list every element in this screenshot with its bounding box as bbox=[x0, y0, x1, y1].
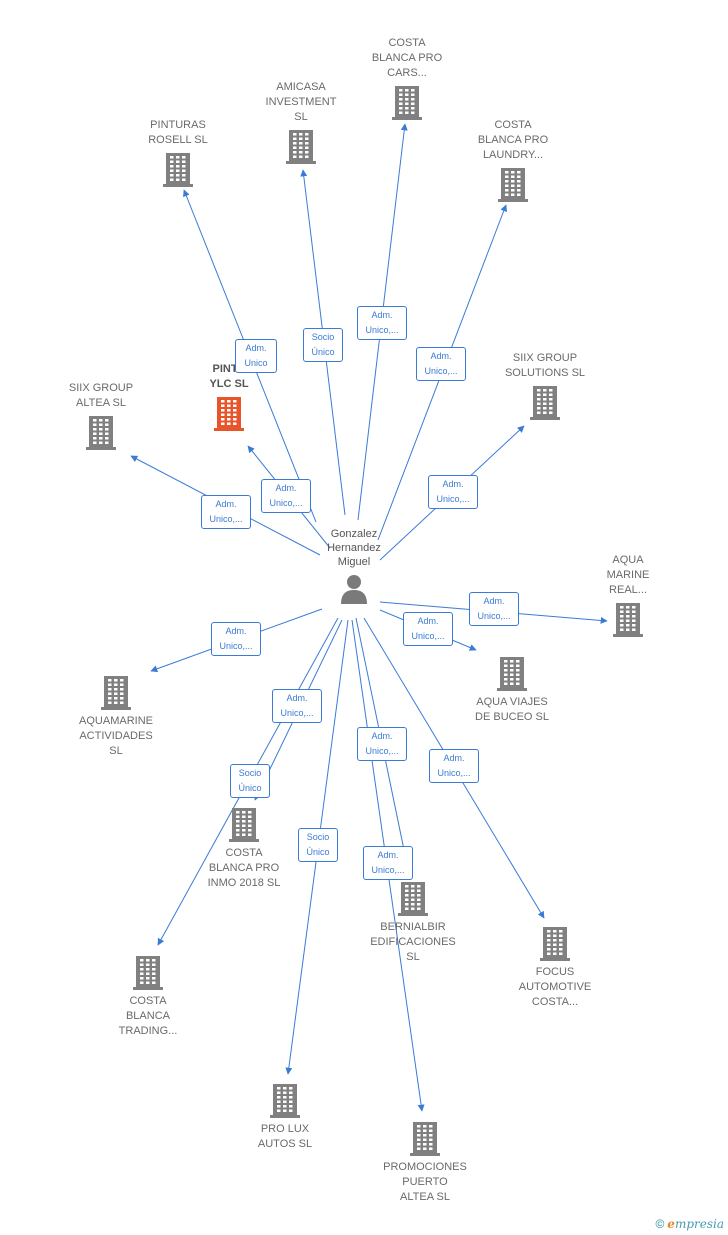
company-node-amicasa[interactable]: AMICASA INVESTMENT SL bbox=[241, 80, 361, 164]
company-label: BERNIALBIR EDIFICACIONES SL bbox=[370, 921, 456, 963]
company-label: COSTA BLANCA PRO INMO 2018 SL bbox=[207, 847, 281, 889]
building-icon bbox=[613, 603, 643, 637]
edge-label-costa-blanca-cars[interactable]: Adm. Unico,... bbox=[357, 306, 407, 340]
company-node-focus[interactable]: FOCUS AUTOMOTIVE COSTA... bbox=[495, 925, 615, 1010]
edge-label-pro-lux[interactable]: Socio Único bbox=[298, 828, 338, 862]
company-label: COSTA BLANCA TRADING... bbox=[118, 995, 178, 1037]
brand-logo: empresia bbox=[667, 1217, 724, 1231]
building-icon bbox=[530, 386, 560, 420]
edge-label-costa-trading[interactable]: Adm. Unico,... bbox=[272, 689, 322, 723]
edge-label-siix-solutions[interactable]: Adm. Unico,... bbox=[428, 475, 478, 509]
edge-label-siix-altea[interactable]: Adm. Unico,... bbox=[201, 495, 251, 529]
building-icon bbox=[540, 927, 570, 961]
company-node-aquamarine-act[interactable]: AQUAMARINE ACTIVIDADES SL bbox=[56, 674, 176, 759]
building-icon bbox=[392, 86, 422, 120]
edge-label-focus[interactable]: Adm. Unico,... bbox=[429, 749, 479, 783]
company-node-siix-altea[interactable]: SIIX GROUP ALTEA SL bbox=[41, 381, 161, 450]
building-icon bbox=[133, 956, 163, 990]
company-label: SIIX GROUP ALTEA SL bbox=[68, 382, 134, 409]
company-label: FOCUS AUTOMOTIVE COSTA... bbox=[518, 966, 592, 1008]
company-node-pinturas-rosell[interactable]: PINTURAS ROSELL SL bbox=[118, 118, 238, 187]
edge-label-pintu-ylc[interactable]: Adm. Unico,... bbox=[261, 479, 311, 513]
edge-label-amicasa[interactable]: Socio Único bbox=[303, 328, 343, 362]
company-label: AQUA VIAJES DE BUCEO SL bbox=[475, 696, 549, 723]
building-icon bbox=[286, 130, 316, 164]
company-label: COSTA BLANCA PRO CARS... bbox=[371, 37, 443, 79]
company-node-pro-lux[interactable]: PRO LUX AUTOS SL bbox=[225, 1082, 345, 1152]
person-icon bbox=[341, 575, 367, 604]
edge-label-promociones[interactable]: Adm. Unico,... bbox=[363, 846, 413, 880]
building-icon bbox=[229, 808, 259, 842]
building-icon bbox=[398, 882, 428, 916]
copyright-symbol: © bbox=[655, 1217, 665, 1231]
company-node-bernialbir[interactable]: BERNIALBIR EDIFICACIONES SL bbox=[353, 880, 473, 965]
company-label: AMICASA INVESTMENT SL bbox=[265, 81, 337, 123]
company-node-costa-trading[interactable]: COSTA BLANCA TRADING... bbox=[88, 954, 208, 1039]
building-icon bbox=[101, 676, 131, 710]
company-node-aqua-viajes[interactable]: AQUA VIAJES DE BUCEO SL bbox=[452, 655, 572, 725]
company-label: PRO LUX AUTOS SL bbox=[257, 1123, 313, 1150]
company-label: COSTA BLANCA PRO LAUNDRY... bbox=[477, 119, 549, 161]
footer-brand: © empresia bbox=[655, 1217, 724, 1231]
company-node-costa-inmo[interactable]: COSTA BLANCA PRO INMO 2018 SL bbox=[184, 806, 304, 891]
edge-label-aqua-viajes[interactable]: Adm. Unico,... bbox=[403, 612, 453, 646]
edge-label-bernialbir[interactable]: Adm. Unico,... bbox=[357, 727, 407, 761]
building-icon bbox=[270, 1084, 300, 1118]
building-icon bbox=[86, 416, 116, 450]
building-icon bbox=[163, 153, 193, 187]
person-name: Gonzalez Hernandez Miguel bbox=[327, 528, 381, 568]
company-label: PINTURAS ROSELL SL bbox=[148, 119, 208, 146]
company-label: AQUAMARINE ACTIVIDADES SL bbox=[79, 715, 153, 757]
company-label: SIIX GROUP SOLUTIONS SL bbox=[504, 352, 586, 379]
edge-label-pinturas-rosell[interactable]: Adm. Unico bbox=[235, 339, 277, 373]
company-label: PROMOCIONES PUERTO ALTEA SL bbox=[383, 1161, 467, 1203]
company-node-costa-blanca-cars[interactable]: COSTA BLANCA PRO CARS... bbox=[347, 36, 467, 120]
company-node-costa-blanca-laundry[interactable]: COSTA BLANCA PRO LAUNDRY... bbox=[453, 118, 573, 202]
building-icon bbox=[498, 168, 528, 202]
company-label: AQUA MARINE REAL... bbox=[606, 554, 650, 596]
building-icon bbox=[497, 657, 527, 691]
building-icon bbox=[410, 1122, 440, 1156]
person-node[interactable]: Gonzalez Hernandez Miguel bbox=[310, 527, 398, 605]
company-node-siix-solutions[interactable]: SIIX GROUP SOLUTIONS SL bbox=[485, 351, 605, 420]
edge-label-aqua-marine[interactable]: Adm. Unico,... bbox=[469, 592, 519, 626]
edge-label-costa-inmo[interactable]: Socio Único bbox=[230, 764, 270, 798]
edge-label-aquamarine-act[interactable]: Adm. Unico,... bbox=[211, 622, 261, 656]
company-node-promociones[interactable]: PROMOCIONES PUERTO ALTEA SL bbox=[365, 1120, 485, 1205]
building-icon bbox=[214, 397, 244, 431]
edge-label-costa-blanca-laundry[interactable]: Adm. Unico,... bbox=[416, 347, 466, 381]
company-node-aqua-marine[interactable]: AQUA MARINE REAL... bbox=[568, 553, 688, 637]
